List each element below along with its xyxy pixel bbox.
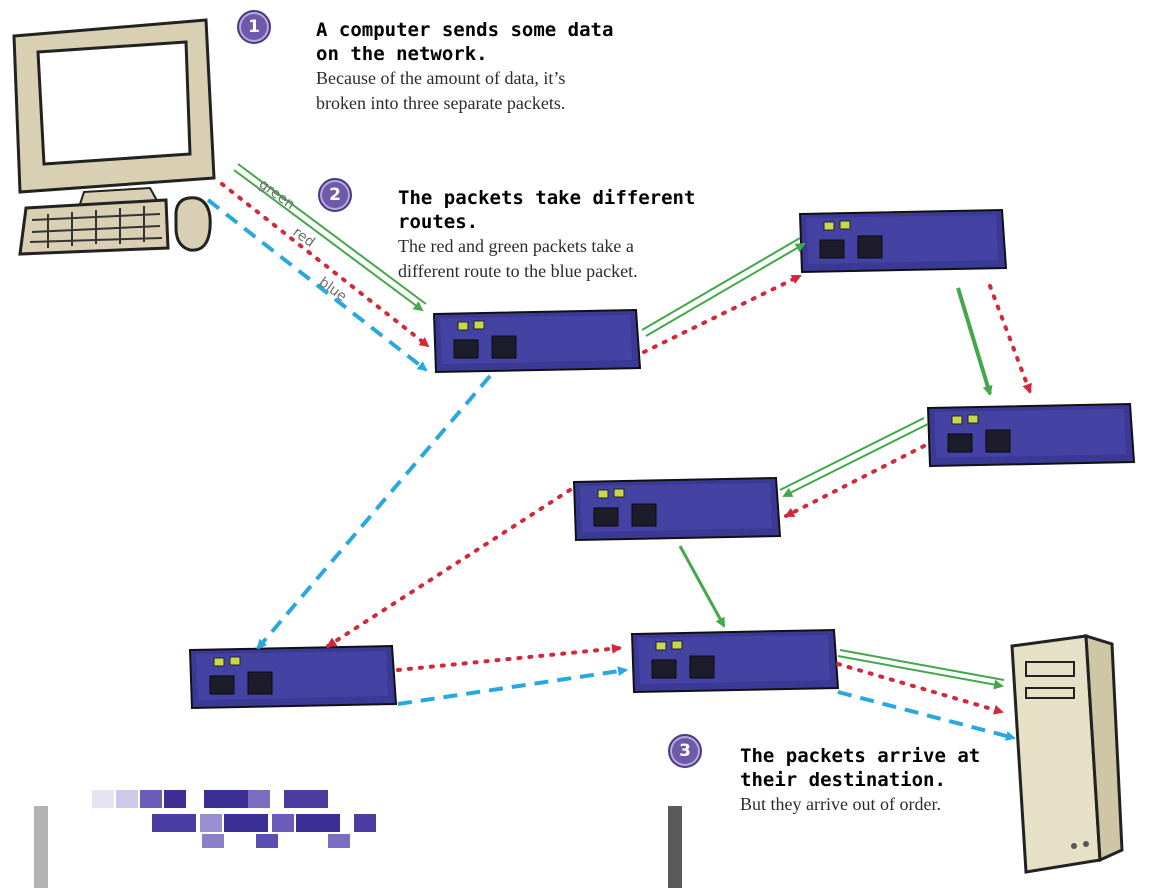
green-packet-route — [956, 287, 993, 396]
network-router-icon — [631, 629, 839, 693]
step-2-body-line-2: different route to the blue packet. — [398, 261, 638, 281]
red-packet-route — [642, 274, 802, 354]
network-router-icon — [927, 403, 1135, 467]
step-1-heading-line-2: on the network. — [316, 43, 488, 65]
green-packet-route — [839, 649, 1005, 681]
red-packet-route — [326, 488, 572, 648]
server-tower-icon — [1010, 633, 1124, 874]
step-3-badge: 3 — [668, 734, 702, 768]
step-2-body-line-1: The red and green packets take a — [398, 236, 634, 256]
step-1-body-line-1: Because of the amount of data, it’s — [316, 68, 566, 88]
blue-packet-route — [837, 690, 1016, 741]
step-2-heading-line-1: The packets take different — [398, 187, 696, 209]
step-3-heading-line-2: their destination. — [740, 769, 946, 791]
green-packet-route — [233, 169, 424, 312]
green-packet-route — [237, 163, 427, 305]
step-3-callout: The packets arrive at their destination.… — [740, 744, 1010, 817]
right-bar-divider — [668, 806, 682, 888]
network-router-icon — [573, 477, 781, 541]
red-packet-route — [988, 284, 1032, 394]
step-1-callout: A computer sends some data on the networ… — [316, 18, 656, 116]
step-1-badge: 1 — [237, 10, 271, 44]
blue-packet-route — [397, 666, 628, 706]
pixelated-graphic — [92, 790, 392, 852]
step-1-body-line-2: broken into three separate packets. — [316, 93, 566, 113]
green-packet-route — [779, 417, 925, 491]
red-packet-route — [784, 444, 926, 518]
network-router-icon — [799, 209, 1007, 273]
green-packet-route — [782, 423, 929, 497]
step-2-heading-line-2: routes. — [398, 211, 479, 233]
red-packet-route — [836, 662, 1004, 715]
network-router-icon — [433, 309, 641, 373]
desktop-computer-icon — [12, 18, 216, 256]
green-packet-route — [641, 237, 801, 331]
green-packet-route — [645, 242, 806, 337]
step-3-heading-line-1: The packets arrive at — [740, 745, 981, 767]
step-2-badge: 2 — [318, 178, 352, 212]
green-packet-route — [678, 545, 726, 628]
red-packet-route — [396, 643, 622, 672]
step-2-callout: The packets take different routes. The r… — [398, 186, 728, 284]
blue-packet-route — [256, 374, 492, 650]
red-packet-route — [220, 182, 430, 348]
step-3-body-line-1: But they arrive out of order. — [740, 794, 941, 814]
step-1-heading-line-1: A computer sends some data — [316, 19, 614, 41]
network-router-icon — [189, 645, 397, 709]
left-bar-divider — [34, 806, 48, 888]
green-packet-label: green — [256, 176, 298, 213]
green-packet-route — [837, 655, 1004, 690]
blue-packet-route — [206, 198, 428, 372]
